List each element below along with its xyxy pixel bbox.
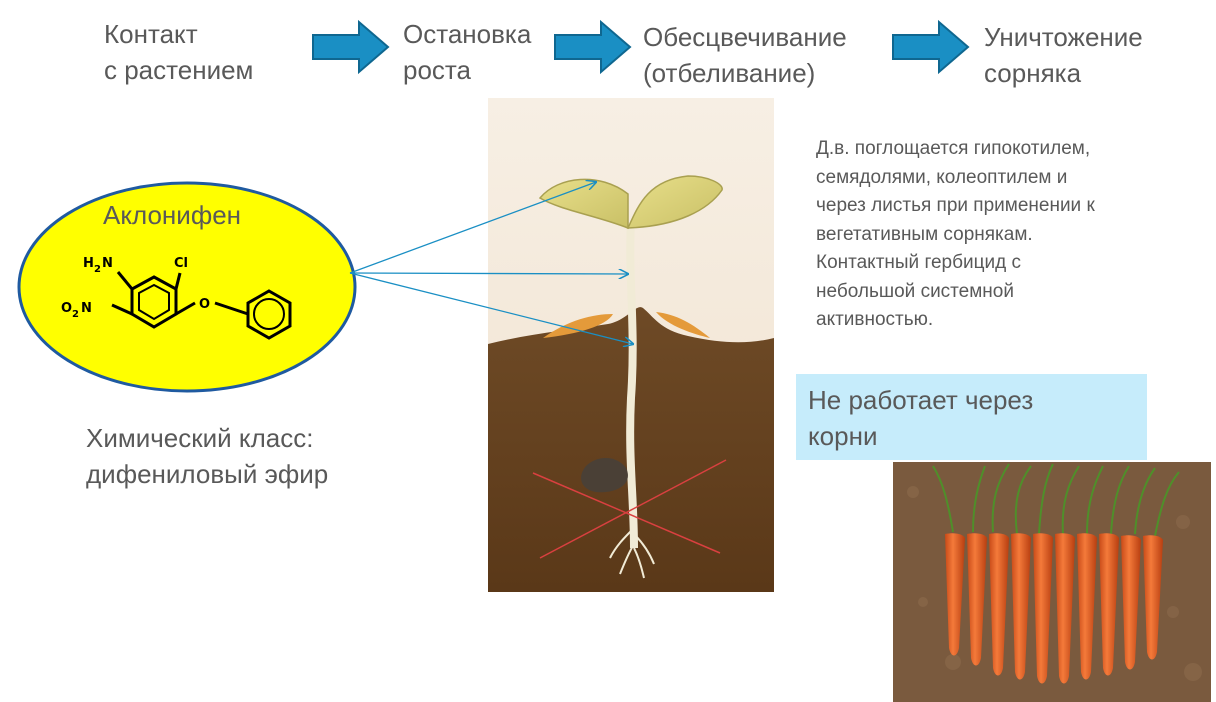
description-line: Д.в. поглощается гипокотилем,	[816, 138, 1091, 159]
step-line: Обесцвечивание	[643, 22, 847, 52]
chemical-class-line: Химический класс:	[86, 423, 314, 453]
no-root-line: корни	[808, 421, 878, 451]
process-arrow-1	[312, 19, 390, 75]
description-line: семядолями, колеоптилем и	[816, 166, 1068, 188]
description-text: Д.в. поглощается гипокотилем, семядолями…	[816, 135, 1095, 335]
step-line: Остановка	[403, 19, 532, 49]
process-arrow-3	[892, 19, 970, 75]
compound-name: Аклонифен	[103, 200, 242, 230]
step-growth-stop: Остановка роста	[403, 16, 531, 88]
process-arrow-2	[554, 19, 632, 75]
no-root-line: Не работает через	[808, 385, 1034, 415]
step-weed-death: Уничтожение сорняка	[984, 19, 1143, 91]
ether-o-label: O	[199, 297, 210, 312]
aclonifen-structure: H 2 N Cl O 2 N O	[61, 256, 292, 340]
description-line: Контактный гербицид с	[816, 252, 1021, 273]
description-line: активностью.	[816, 309, 934, 330]
amine-label-sub: 2	[94, 264, 101, 275]
step-plant-contact: Контакт с растением	[104, 16, 253, 88]
description-line: через листья при применении к	[816, 195, 1095, 216]
no-root-action-box: Не работает через корни	[796, 374, 1147, 460]
nitro-label-sub: 2	[72, 309, 79, 320]
chloro-label: Cl	[174, 256, 188, 271]
chemical-class: Химический класс: дифениловый эфир	[86, 420, 328, 492]
step-bleaching: Обесцвечивание (отбеливание)	[643, 19, 847, 91]
step-line: роста	[403, 55, 471, 85]
seedling-illustration	[488, 98, 774, 592]
chemical-class-line: дифениловый эфир	[86, 459, 329, 489]
description-line: вегетативным сорнякам.	[816, 223, 1033, 245]
nitro-label-o: O	[61, 301, 72, 316]
step-line: Уничтожение	[984, 22, 1143, 52]
step-line: с растением	[104, 55, 254, 85]
step-line: Контакт	[104, 19, 198, 49]
carrots-photo	[893, 462, 1211, 702]
amine-label-h: H	[83, 256, 94, 271]
step-line: (отбеливание)	[643, 58, 816, 88]
amine-label-n: N	[102, 256, 113, 271]
nitro-label-n: N	[81, 301, 92, 316]
step-line: сорняка	[984, 58, 1082, 88]
description-line: небольшой системной	[816, 280, 1014, 302]
